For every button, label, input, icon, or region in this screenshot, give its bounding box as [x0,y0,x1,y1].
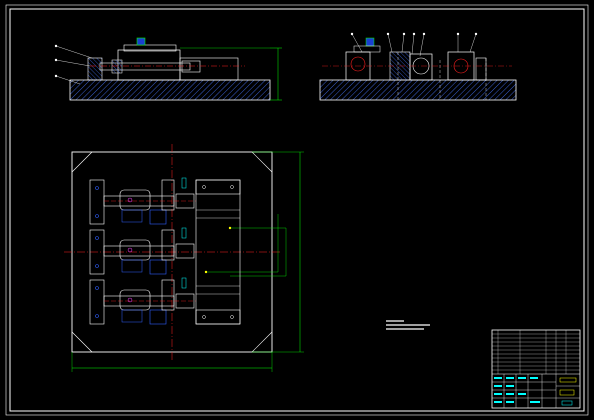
side-block-3 [409,53,433,81]
plan-station-1 [89,179,196,225]
front-leader-2 [55,59,91,67]
side-balloon-2 [386,32,390,36]
side-knob-1 [365,37,375,47]
plan-post-2 [161,229,175,261]
side-bore-1 [350,56,366,72]
side-leader-4 [411,33,415,55]
plan-hole [95,264,99,268]
title-block-marks [494,377,540,403]
title-grid [492,374,580,408]
plan-right-block-bottom [195,309,241,325]
front-top-plate [123,44,177,52]
inner-border [9,8,585,412]
plan-right-block-top [195,179,241,195]
parts-list [492,330,580,374]
side-base-plate [319,79,517,101]
front-leader-3 [55,75,81,85]
front-shaft-nut [181,60,201,73]
plan-cyan-mark [181,227,187,239]
plan-cyan-mark [181,277,187,289]
plan-pad-1 [121,209,143,223]
front-view [54,37,282,101]
title-block-frame [491,329,581,409]
side-leader-2 [387,33,393,53]
plan-magenta-mark [127,247,133,253]
plan-station-2 [89,229,195,275]
tb-sheet-box [561,400,573,406]
side-balloon-4 [412,32,416,36]
plan-jaw-2 [119,239,151,261]
plan-post-3 [161,279,175,311]
side-top-plate [353,45,381,53]
plan-hole [202,315,206,319]
side-leader-3 [401,33,405,53]
plan-station-3 [89,279,196,325]
front-shaft [99,62,191,71]
plan-hole [95,186,99,190]
plan-hole [95,214,99,218]
front-right-rail [179,57,239,81]
front-base-plate [69,79,271,101]
front-balloon-3 [54,74,58,78]
plan-magenta-mark [127,297,133,303]
front-shaft-end [111,59,123,74]
plan-nut-2 [175,243,195,259]
front-left-block [87,57,103,81]
plan-view [64,144,304,372]
plan-hole [230,185,234,189]
side-balloon-1 [350,32,354,36]
plan-hole [202,185,206,189]
side-balloon-5 [422,32,426,36]
plan-hole [95,236,99,240]
plan-chamfer-tr [251,151,273,173]
technical-notes [386,320,430,330]
plan-chamfer-bl [71,331,93,353]
side-leader-1 [351,33,363,53]
side-balloon-3 [402,32,406,36]
plan-chamfer-br [251,331,273,353]
tb-scale-box [559,389,575,396]
plan-block-3 [149,309,167,325]
plan-marker [204,270,208,274]
side-view [319,32,517,101]
front-top-knob [136,37,146,46]
side-balloon-6 [456,32,460,36]
plan-marker [228,226,232,230]
plan-shaft-2 [103,245,175,257]
plan-jaw-1 [119,189,151,211]
plan-hole [95,314,99,318]
front-clamp-body [117,49,181,81]
plan-jaw-3 [119,289,151,311]
side-balloon-7 [474,32,478,36]
plan-magenta-mark [127,197,133,203]
front-balloon-2 [54,58,58,62]
tb-logo-box [559,377,577,383]
plan-chamfer-tl [71,151,93,173]
plan-pad-2 [121,259,143,273]
front-leader-1 [55,45,93,59]
plan-hole [230,315,234,319]
plan-pad-3 [121,309,143,323]
plan-block-2 [149,259,167,275]
side-pin [475,57,487,81]
front-balloon-1 [54,44,58,48]
title-block [491,329,581,409]
side-leader-5 [419,33,425,57]
plan-post-1 [161,179,175,211]
plan-block-1 [149,209,167,225]
outer-border [5,4,589,416]
plan-cyan-mark [181,177,187,189]
plan-hole [95,286,99,290]
side-leader-7 [469,33,477,53]
